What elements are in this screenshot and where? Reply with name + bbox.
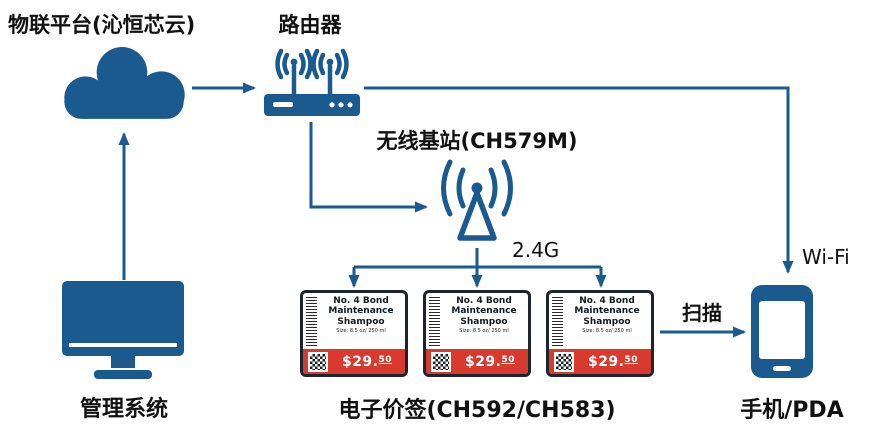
product-title: No. 4 Bond — [333, 296, 389, 306]
price-main: $29. — [341, 353, 379, 370]
price-tag-text: No. 4 Bond Maintenance Shampoo Size: 8.5… — [320, 296, 402, 348]
cloud-icon — [64, 47, 185, 119]
price-value: $29.50 — [465, 354, 515, 370]
qr-code-icon — [431, 351, 451, 372]
product-size: Size: 8.5 oz/ 250 ml — [459, 328, 509, 335]
label-base-station: 无线基站(CH579M) — [376, 129, 578, 153]
price-tag-body: No. 4 Bond Maintenance Shampoo Size: 8.5… — [303, 293, 405, 349]
label-management-system: 管理系统 — [79, 397, 169, 422]
product-title: Shampoo — [460, 316, 508, 327]
product-title: No. 4 Bond — [456, 296, 512, 306]
price-cents: 50 — [501, 354, 516, 365]
barcode-icon — [306, 297, 317, 347]
label-phone-pda: 手机/PDA — [740, 398, 844, 423]
price-tag: No. 4 Bond Maintenance Shampoo Size: 8.5… — [546, 290, 654, 377]
barcode-icon — [552, 297, 563, 347]
price-value: $29.50 — [588, 354, 638, 370]
router-icon — [264, 48, 360, 116]
label-iot-platform: 物联平台(沁恒芯云) — [8, 13, 196, 37]
product-size: Size: 8.5 oz/ 250 ml — [582, 328, 632, 335]
smartphone-icon — [751, 285, 813, 378]
price-strip: $29.50 — [426, 349, 528, 374]
qr-code-icon — [554, 351, 574, 372]
price-strip: $29.50 — [549, 349, 651, 374]
product-size: Size: 8.5 oz/ 250 ml — [336, 328, 386, 335]
product-title: Shampoo — [583, 316, 631, 327]
price-tag: No. 4 Bond Maintenance Shampoo Size: 8.5… — [300, 290, 408, 377]
label-2-4g: 2.4G — [512, 238, 560, 262]
label-electronic-price-tags: 电子价签(CH592/CH583) — [338, 398, 616, 423]
product-title: Shampoo — [337, 316, 385, 327]
qr-code-icon — [308, 351, 328, 372]
product-title: Maintenance — [451, 306, 517, 317]
label-router: 路由器 — [278, 13, 342, 37]
product-title: Maintenance — [574, 306, 640, 317]
arrow-router-to-phone-wifi — [364, 86, 794, 274]
price-tag-body: No. 4 Bond Maintenance Shampoo Size: 8.5… — [549, 293, 651, 349]
antenna-tower-icon — [441, 159, 513, 241]
price-tag-body: No. 4 Bond Maintenance Shampoo Size: 8.5… — [426, 293, 528, 349]
price-tag: No. 4 Bond Maintenance Shampoo Size: 8.5… — [423, 290, 531, 377]
product-title: No. 4 Bond — [579, 296, 635, 306]
product-title: Maintenance — [328, 306, 394, 317]
barcode-icon — [429, 297, 440, 347]
desktop-monitor-icon — [62, 281, 184, 379]
label-scan: 扫描 — [682, 301, 722, 325]
label-wifi: Wi-Fi — [802, 245, 850, 269]
price-tag-text: No. 4 Bond Maintenance Shampoo Size: 8.5… — [443, 296, 525, 348]
price-tag-text: No. 4 Bond Maintenance Shampoo Size: 8.5… — [566, 296, 648, 348]
price-strip: $29.50 — [303, 349, 405, 374]
price-cents: 50 — [378, 354, 393, 365]
price-cents: 50 — [624, 354, 639, 365]
price-main: $29. — [464, 353, 502, 370]
price-value: $29.50 — [342, 354, 392, 370]
price-main: $29. — [587, 353, 625, 370]
